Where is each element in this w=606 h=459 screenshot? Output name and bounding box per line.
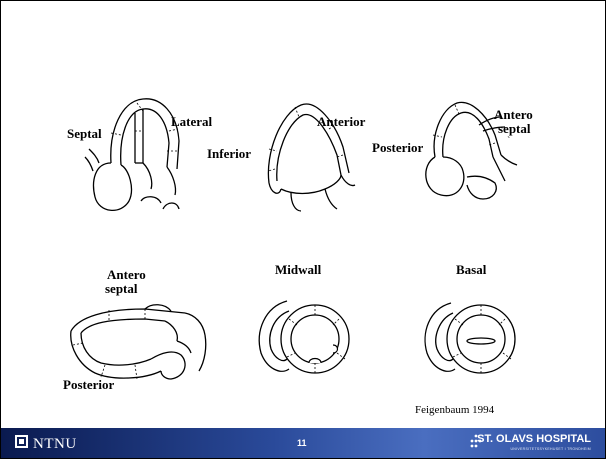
four-chamber-right-label: Lateral xyxy=(171,115,212,129)
basal-title: Basal xyxy=(456,263,486,277)
four-chamber-left-label: Septal xyxy=(67,127,102,141)
midwall-short-axis-view xyxy=(253,283,363,393)
st-olavs-subtitle: UNIVERSITETSSYKEHUSET I TRONDHEIM xyxy=(510,447,591,451)
parasternal-long-axis-view xyxy=(65,291,215,391)
apical-long-axis-right-label-3: ` xyxy=(507,135,510,149)
two-chamber-right-label: Anterior xyxy=(317,115,365,129)
apical-long-axis-right-label-1: Antero xyxy=(494,108,533,122)
parasternal-bottom-label: Posterior xyxy=(63,378,114,392)
ntnu-logo: NTNU xyxy=(15,435,77,453)
ntnu-brand-text: NTNU xyxy=(33,436,77,452)
reference-citation: Feigenbaum 1994 xyxy=(415,404,494,416)
ntnu-square-icon xyxy=(15,435,28,448)
footer-bar: NTNU 11 ST. OLAVS HOSPITAL UNIVERSITETSS… xyxy=(1,428,605,458)
page-number: 11 xyxy=(297,438,307,448)
apical-long-axis-left-label: Posterior xyxy=(372,141,423,155)
two-chamber-left-label: Inferior xyxy=(207,147,251,161)
apical-long-axis-right-label-2: septal xyxy=(498,122,531,136)
parasternal-top-label-1: Antero xyxy=(107,268,146,282)
parasternal-top-label-2: septal xyxy=(105,282,138,296)
two-chamber-view xyxy=(251,93,361,213)
four-chamber-view xyxy=(81,91,201,221)
st-olavs-brand: ST. OLAVS HOSPITAL xyxy=(477,433,591,445)
basal-short-axis-view xyxy=(419,283,529,393)
midwall-title: Midwall xyxy=(275,263,321,277)
